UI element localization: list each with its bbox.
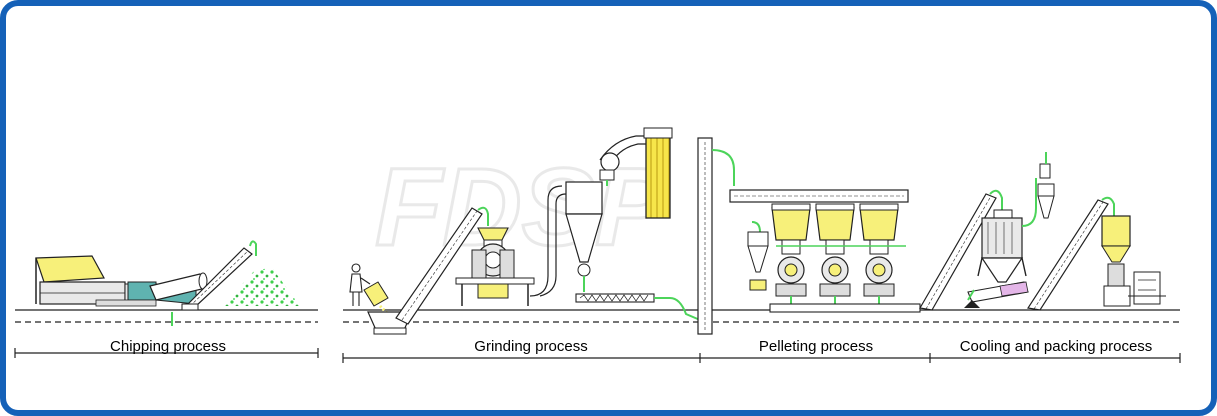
bucket-elevator-4-icon (1026, 196, 1115, 311)
pellet-collect-conveyor-icon (769, 303, 921, 313)
chipping-conveyor-icon (181, 240, 257, 311)
packing-machine-icon (1101, 215, 1166, 307)
fan-icon (599, 152, 620, 186)
ground-lines (15, 309, 1180, 323)
cyclone-separator-icon (565, 181, 603, 292)
stage-label-pelleting: Pelleting process (758, 338, 874, 355)
bucket-elevator-2-icon (697, 137, 735, 335)
stage-label-cooling-packing: Cooling and packing process (959, 338, 1153, 355)
pelleting-cyclone-icon (747, 221, 906, 291)
worker-figure-icon (349, 263, 371, 306)
wood-chipper-icon (35, 255, 208, 326)
distribution-conveyor-icon (729, 189, 909, 203)
stage-label-grinding: Grinding process (474, 338, 588, 355)
screw-conveyor-icon (575, 293, 701, 321)
pellet-mill-1-icon (771, 203, 811, 304)
cooling-cyclone-icon (1037, 152, 1055, 219)
counterflow-cooler-icon (977, 178, 1037, 283)
hammer-mill-icon (455, 227, 535, 306)
wood-chip-pile-icon (222, 268, 300, 306)
pellet-mill-2-icon (815, 203, 855, 304)
pellet-mill-3-icon (859, 203, 899, 304)
svg-text:FDSP: FDSP (375, 146, 669, 269)
bucket-elevator-1-icon (395, 206, 489, 325)
watermark-logo: FDSP (374, 145, 671, 271)
stage-dimension-lines (14, 348, 1181, 363)
bucket-elevator-3-icon (919, 189, 1003, 311)
vibrating-screen-icon (964, 281, 1029, 308)
stage-label-chipping: Chipping process (110, 338, 226, 355)
bag-filter-icon (643, 127, 673, 219)
